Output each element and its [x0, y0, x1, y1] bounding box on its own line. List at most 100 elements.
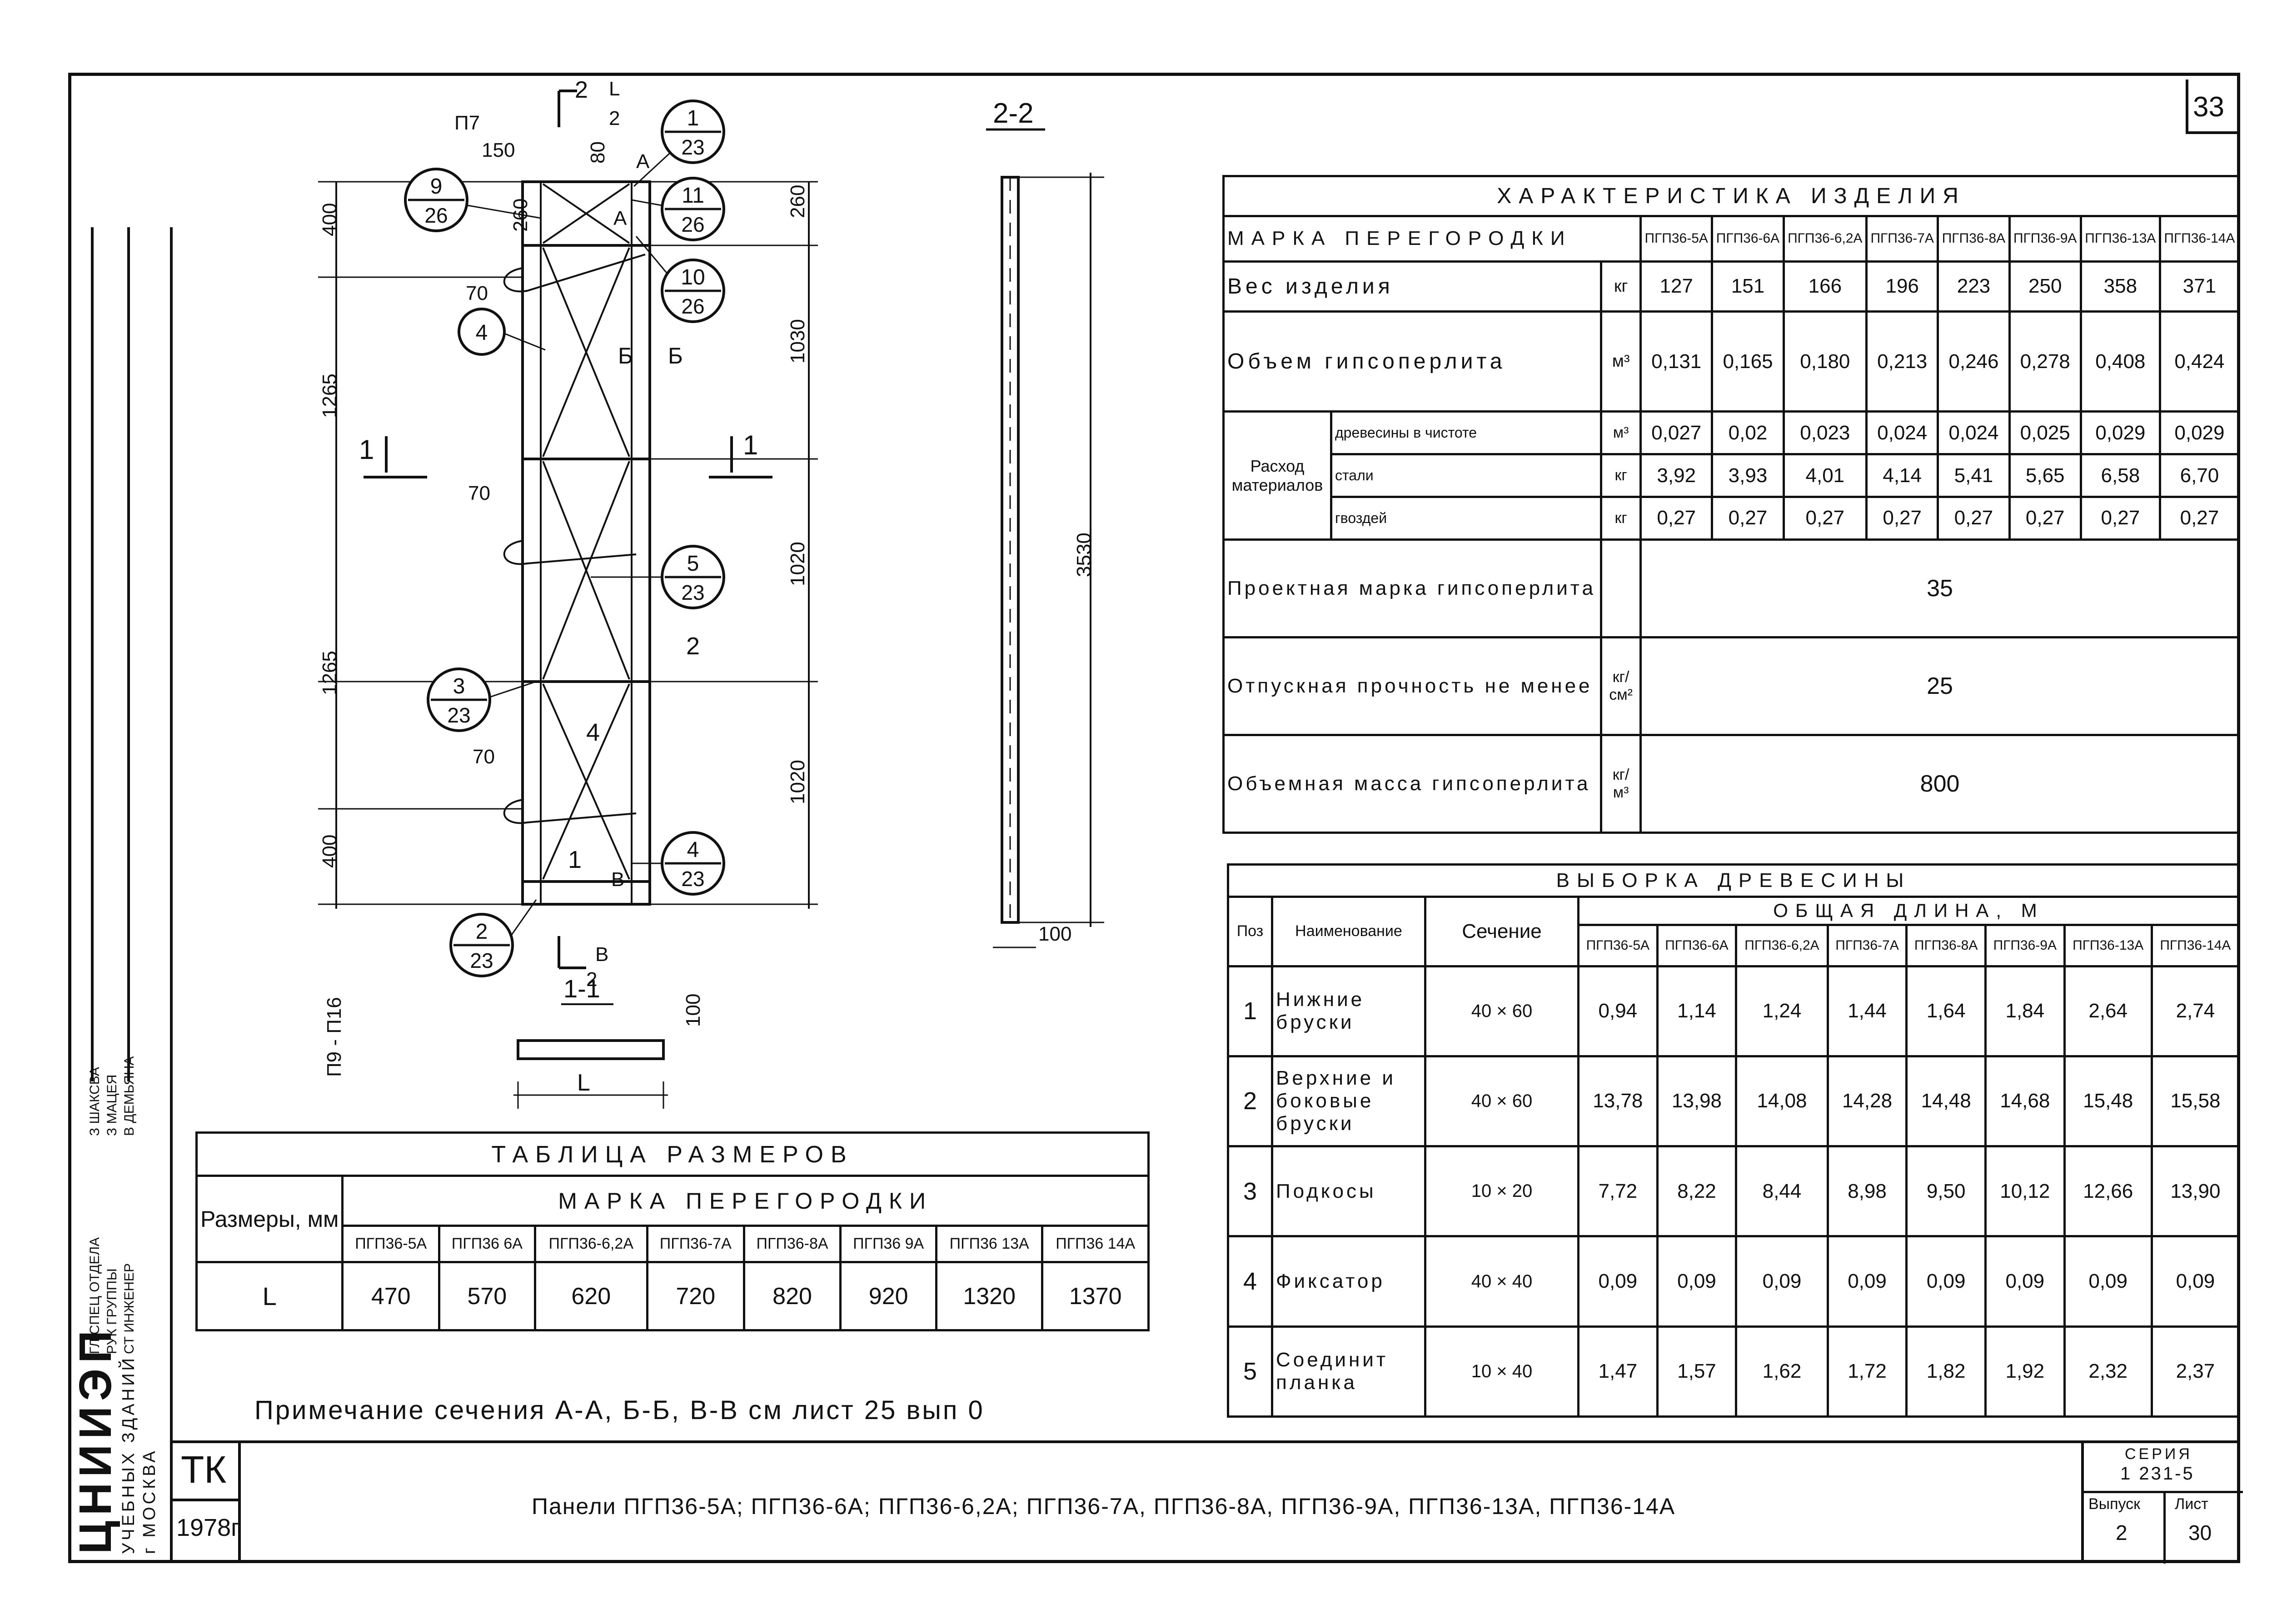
char-row-label: Объем гипсоперлита — [1222, 310, 1603, 413]
wood-value: 1,64 — [1905, 965, 1987, 1057]
label-cut-2: 2 — [575, 77, 588, 103]
callout-top: 1 — [687, 106, 699, 130]
wood-value: 15,48 — [2063, 1055, 2153, 1148]
consumption-unit: м³ — [1600, 410, 1642, 456]
label-p9-p16: П9 - П16 — [323, 997, 345, 1077]
callout-7: 423 — [661, 831, 725, 896]
size-row-label: L — [195, 1261, 344, 1331]
char-mark: ПГП36-9А — [2008, 215, 2082, 263]
label-cut-2-bottom: 2 — [586, 968, 597, 991]
wood-name: Нижние бруски — [1271, 965, 1426, 1057]
wood-name: Верхние и боковые бруски — [1271, 1055, 1426, 1148]
label-400-top: 400 — [319, 203, 341, 236]
char-value: 0,131 — [1639, 310, 1714, 413]
consumption-value: 6,70 — [2158, 453, 2241, 498]
wood-mark: ПГП36-7А — [1826, 923, 1908, 967]
wood-value: 0,94 — [1577, 965, 1659, 1057]
callout-1: 926 — [404, 168, 468, 232]
char-value: 0,278 — [2008, 310, 2082, 413]
char-mark: ПГП36-14А — [2158, 215, 2241, 263]
consumption-value: 0,023 — [1782, 410, 1868, 456]
char-value: 223 — [1937, 260, 2011, 313]
char-mark: ПГП36-6А — [1711, 215, 1785, 263]
size-mark: ПГП36-5А — [341, 1225, 441, 1263]
wood-value: 1,44 — [1826, 965, 1908, 1057]
wood-mark: ПГП36-13А — [2063, 923, 2153, 967]
char-value: 166 — [1782, 260, 1868, 313]
consumption-value: 0,27 — [1937, 495, 2011, 541]
callout-top: 2 — [476, 920, 488, 944]
wood-mark: ПГП36-14А — [2150, 923, 2241, 967]
callout-circle — [458, 308, 506, 356]
wood-value: 0,09 — [1826, 1235, 1908, 1328]
consumption-value: 5,65 — [2008, 453, 2082, 498]
callout-bottom: 23 — [681, 867, 704, 891]
tk-label: ТК — [181, 1448, 227, 1491]
char-value: 0,180 — [1782, 310, 1868, 413]
wood-value: 2,64 — [2063, 965, 2153, 1057]
sheet-value: 30 — [2188, 1521, 2212, 1544]
consumption-value: 0,27 — [1782, 495, 1868, 541]
callout-top: 4 — [687, 838, 699, 862]
size-mark: ПГП36 9А — [839, 1225, 937, 1263]
label-260-left: 260 — [509, 199, 532, 232]
wood-value: 1,47 — [1577, 1325, 1659, 1418]
callout-bottom: 23 — [681, 581, 704, 604]
wood-section: 40 × 60 — [1424, 1055, 1579, 1148]
wood-value: 8,98 — [1826, 1145, 1908, 1238]
binding-strip — [68, 227, 173, 1563]
consumption-value: 0,27 — [1865, 495, 1939, 541]
series-label: СЕРИЯ — [2125, 1445, 2192, 1463]
label-cut-B: Б — [618, 343, 633, 369]
consumption-value: 6,58 — [2079, 453, 2161, 498]
note: Примечание сечения А-А, Б-Б, В-В см лист… — [254, 1395, 985, 1425]
label-100-b: 100 — [682, 994, 704, 1027]
wood-mark: ПГП36-8А — [1905, 923, 1987, 967]
consumption-value: 0,27 — [2008, 495, 2082, 541]
title-block: ТК 1978г Панели ПГП36-5А; ПГП36-6А; ПГП3… — [173, 1440, 2243, 1564]
merged-unit: кг/см² — [1600, 636, 1642, 736]
blank-rows — [68, 227, 173, 1081]
wood-value: 8,44 — [1735, 1145, 1829, 1238]
label-L: L — [577, 1070, 590, 1096]
merged-value: 35 — [1639, 538, 2240, 638]
label-70-c: 70 — [473, 746, 495, 768]
char-mark: ПГП36-13А — [2079, 215, 2161, 263]
consumption-value: 0,02 — [1711, 410, 1785, 456]
wood-value: 8,22 — [1656, 1145, 1738, 1238]
org-block: ЦНИИЭП УЧЕБНЫХ ЗДАНИЙ г МОСКВА — [70, 1309, 182, 1563]
callout-bottom: 26 — [681, 213, 704, 236]
consumption-item: гвоздей — [1330, 495, 1603, 541]
wood-name: Подкосы — [1271, 1145, 1426, 1238]
consumption-unit: кг — [1600, 453, 1642, 498]
callout-bottom: 26 — [424, 204, 448, 227]
consumption-item: стали — [1330, 453, 1603, 498]
char-value: 0,408 — [2079, 310, 2161, 413]
wood-mark: ПГП36-9А — [1984, 923, 2066, 967]
merged-value: 25 — [1639, 636, 2240, 736]
char-row-unit: кг — [1600, 260, 1642, 313]
size-mark: ПГП36-8А — [742, 1225, 842, 1263]
callout-top: 4 — [476, 321, 488, 345]
callout-bottom: 23 — [470, 949, 493, 972]
wood-section: 40 × 40 — [1424, 1235, 1579, 1328]
wood-value: 1,84 — [1984, 965, 2066, 1057]
label-150: 150 — [482, 139, 515, 161]
wood-table: ВЫБОРКА ДРЕВЕСИНЫ Поз Наименование Сечен… — [1227, 863, 2241, 1418]
wood-value: 2,74 — [2150, 965, 2241, 1057]
wood-value: 2,37 — [2150, 1325, 2241, 1418]
char-mark: ПГП36-8А — [1937, 215, 2011, 263]
wood-name: Соединит планка — [1271, 1325, 1426, 1418]
size-col-header: Размеры, мм — [195, 1175, 344, 1263]
char-value: 0,246 — [1937, 310, 2011, 413]
label-section-1-1: 1-1 — [563, 974, 600, 1003]
label-cut-V2: В — [611, 868, 624, 891]
wood-value: 0,09 — [1656, 1235, 1738, 1328]
